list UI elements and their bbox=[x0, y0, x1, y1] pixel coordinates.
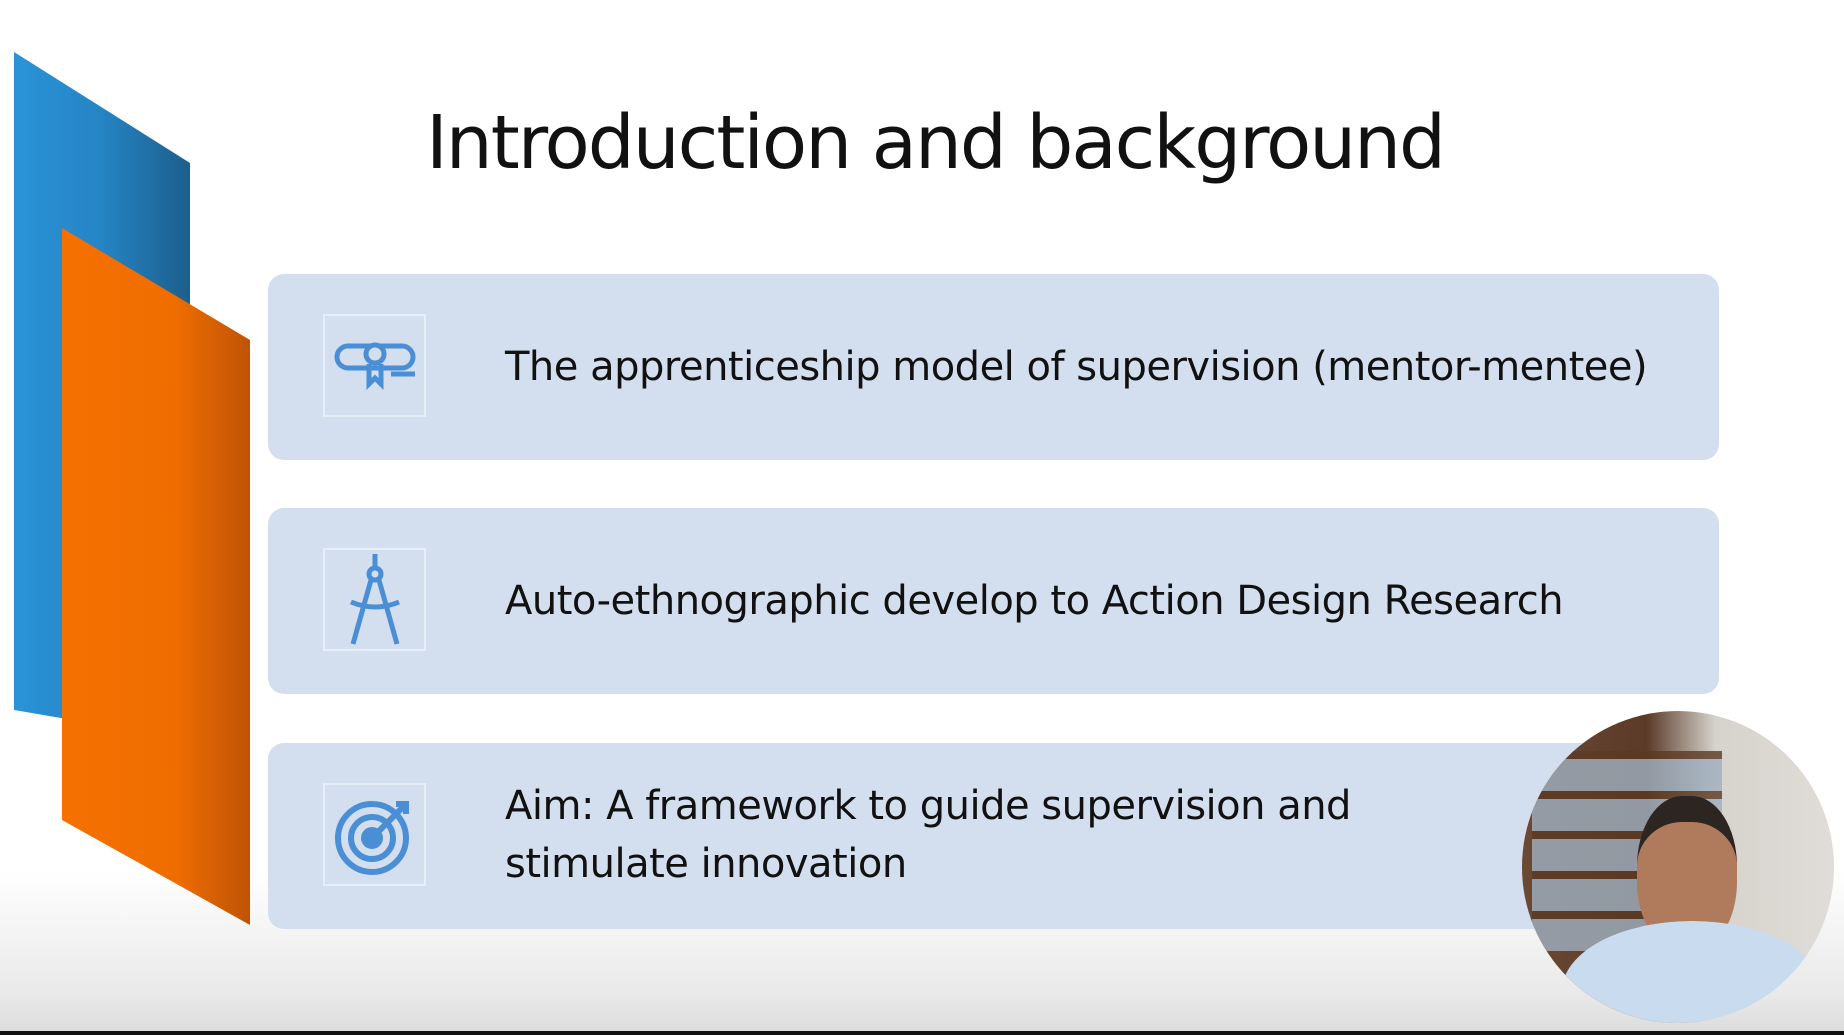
bullet-text: Aim: A framework to guide supervision an… bbox=[505, 783, 1351, 887]
presenter-shirt bbox=[1562, 921, 1822, 1023]
diploma-icon bbox=[323, 314, 426, 417]
presenter-video bbox=[1522, 711, 1834, 1023]
compass-drawing-icon bbox=[323, 548, 426, 651]
slide-title: Introduction and background bbox=[425, 100, 1446, 186]
target-icon bbox=[323, 783, 426, 886]
bullet-text: The apprenticeship model of supervision … bbox=[505, 344, 1648, 390]
orange-shape bbox=[62, 228, 250, 925]
bottom-bar bbox=[0, 1031, 1844, 1035]
bullet-text: Auto-ethnographic develop to Action Desi… bbox=[505, 578, 1564, 624]
decorative-shapes bbox=[14, 52, 250, 925]
bullet-card-2: Auto-ethnographic develop to Action Desi… bbox=[268, 508, 1719, 694]
bullet-card-1: The apprenticeship model of supervision … bbox=[268, 274, 1719, 460]
bullet-card-3: Aim: A framework to guide supervision an… bbox=[268, 743, 1719, 929]
